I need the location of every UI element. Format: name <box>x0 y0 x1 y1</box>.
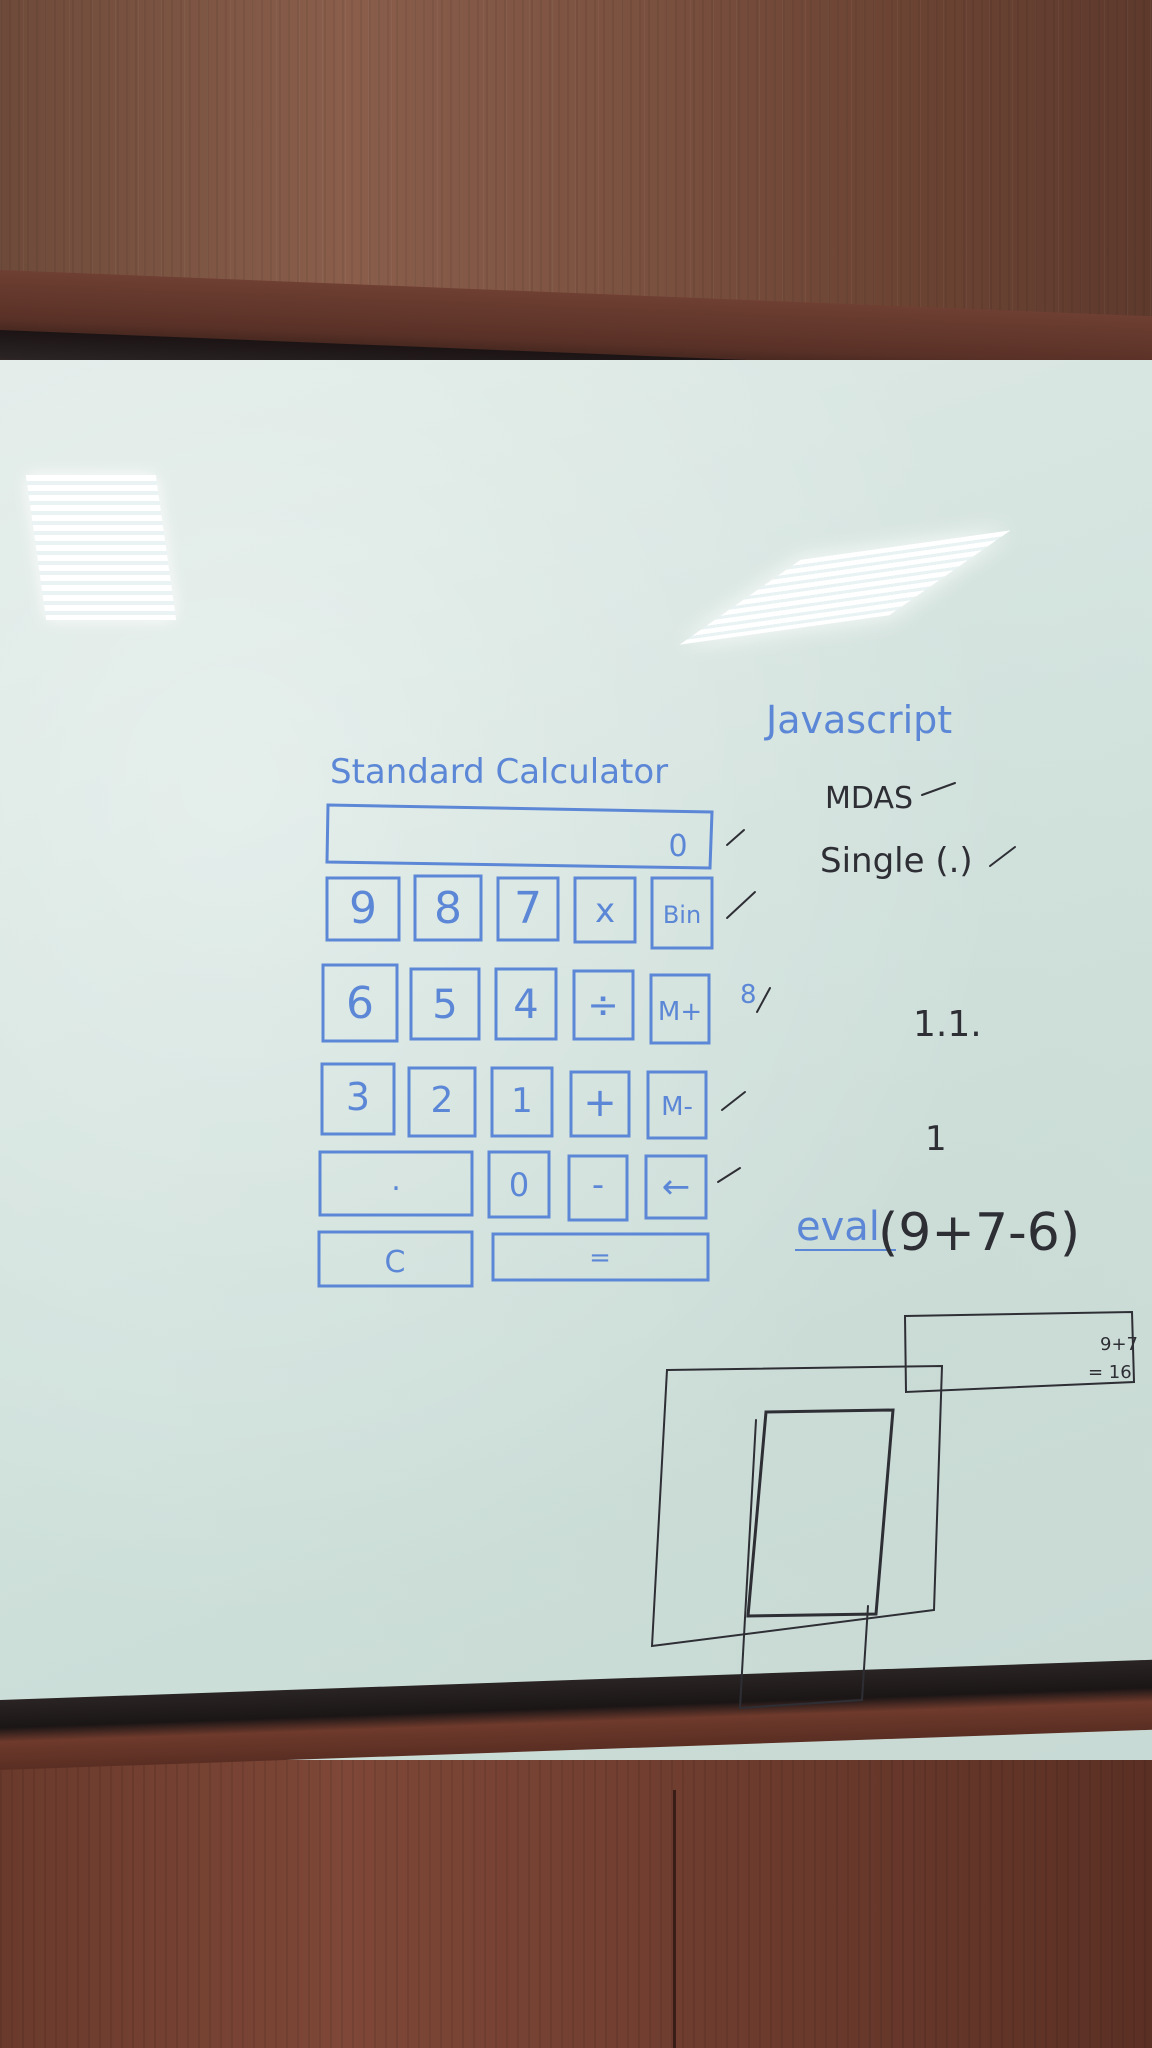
check-mark <box>721 1091 746 1111</box>
key-6: 6 <box>346 978 374 1029</box>
key-c-box <box>317 1230 474 1288</box>
key-9-box <box>325 876 401 942</box>
sketch-rect-inner <box>746 1408 895 1618</box>
key-2: 2 <box>431 1080 454 1121</box>
key-plus-box <box>569 1070 631 1138</box>
check-mark <box>921 782 956 796</box>
key-dot: . <box>391 1163 401 1198</box>
check-mark <box>726 829 745 846</box>
key-7: 7 <box>514 883 542 934</box>
key-equals: = <box>589 1243 611 1273</box>
check-mark <box>989 846 1016 867</box>
key-8-box <box>413 874 483 942</box>
key-plus: + <box>583 1080 617 1126</box>
notes-heading: Javascript <box>764 698 952 742</box>
key-backspace-box <box>644 1154 708 1220</box>
sketch-box-line1: 9+7 <box>1100 1334 1138 1355</box>
calc-title: Standard Calculator <box>330 752 668 792</box>
key-8: 8 <box>434 883 462 934</box>
key-5: 5 <box>432 982 457 1028</box>
key-x-box <box>573 876 637 944</box>
notes-line1: MDAS <box>825 781 913 816</box>
key-7-box <box>496 876 560 942</box>
key-mplus: M+ <box>658 997 702 1027</box>
notes-line2: Single (.) <box>820 841 973 881</box>
key-mminus-box <box>646 1070 708 1140</box>
cabinet-door-seam <box>673 1790 676 2048</box>
sketch-rect-large <box>650 1364 944 1648</box>
key-3-box <box>320 1062 396 1136</box>
key-5-box <box>409 967 481 1041</box>
key-equals-box <box>491 1232 710 1282</box>
key-3: 3 <box>346 1075 370 1119</box>
sketch-rect-lower <box>738 1419 869 1710</box>
key-4: 4 <box>513 982 538 1028</box>
key-bin-box <box>650 876 714 950</box>
sketch-box-line2: = 16 <box>1088 1362 1132 1383</box>
eval-expression: (9+7-6) <box>878 1203 1080 1263</box>
eval-word: eval <box>796 1204 880 1250</box>
notes-line4: 1 <box>925 1119 947 1159</box>
notes-line3: 1.1. <box>913 1004 982 1045</box>
calc-display-value: 0 <box>668 829 687 864</box>
key-divide: ÷ <box>587 983 619 1027</box>
check-mark <box>726 891 756 919</box>
key-mminus: M- <box>661 1092 693 1122</box>
calc-display-box <box>325 803 714 870</box>
key-multiply: x <box>595 891 615 931</box>
whiteboard-surface <box>0 360 1152 1780</box>
notes-side-mark: 8 <box>740 980 757 1010</box>
key-9: 9 <box>349 883 377 934</box>
key-0: 0 <box>509 1166 529 1204</box>
key-minus: - <box>592 1165 604 1205</box>
key-dot-box <box>318 1150 474 1217</box>
key-bin: Bin <box>663 901 701 929</box>
check-mark <box>717 1167 741 1183</box>
key-clear: C <box>385 1245 406 1280</box>
wood-panel-top <box>0 0 1152 330</box>
key-minus-box <box>567 1154 629 1222</box>
key-6-box <box>321 963 399 1043</box>
key-0-box <box>487 1150 551 1219</box>
key-mplus-box <box>649 973 711 1045</box>
key-2-box <box>407 1066 477 1138</box>
key-backspace: ← <box>662 1167 691 1207</box>
key-4-box <box>494 967 558 1041</box>
key-divide-box <box>572 969 635 1041</box>
wood-cabinet-bottom <box>0 1760 1152 2048</box>
key-1-box <box>490 1066 554 1138</box>
key-1: 1 <box>511 1081 533 1121</box>
check-mark <box>756 987 771 1013</box>
